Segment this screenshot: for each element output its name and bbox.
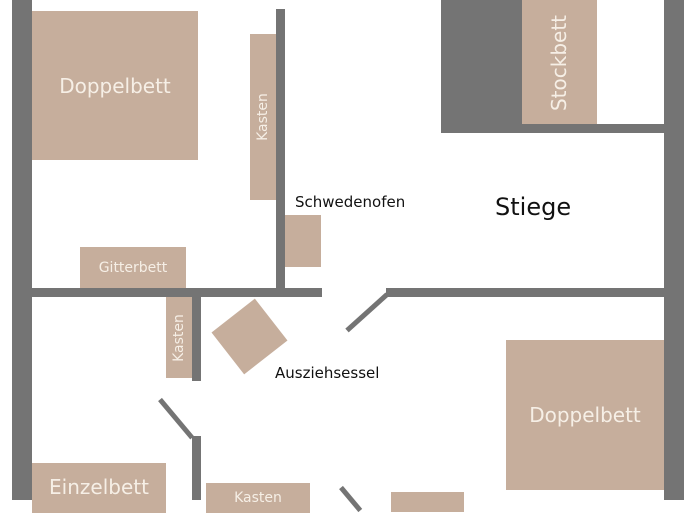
stove xyxy=(285,215,321,267)
crib-label: Gitterbett xyxy=(98,260,168,276)
single-bed: Einzelbett xyxy=(32,463,166,513)
armchair xyxy=(211,298,288,375)
wardrobe-bottom-label: Kasten xyxy=(234,490,282,506)
interior-wall-vertical-top xyxy=(276,9,285,291)
wardrobe-bottom: Kasten xyxy=(206,483,310,513)
armchair-label: Ausziehsessel xyxy=(275,364,380,382)
wardrobe-top-label: Kasten xyxy=(255,93,272,141)
door-right-room xyxy=(345,292,389,333)
bunk-bed: Stockbett xyxy=(522,0,597,125)
furniture-bottom-partial xyxy=(391,492,464,512)
double-bed-right-label: Doppelbett xyxy=(529,403,641,427)
single-bed-label: Einzelbett xyxy=(49,475,149,499)
interior-wall-horizontal-left xyxy=(32,288,322,297)
wardrobe-middle-label: Kasten xyxy=(171,313,188,362)
bunk-bed-label: Stockbett xyxy=(547,14,572,111)
bunk-room-dark-block xyxy=(441,0,523,126)
crib: Gitterbett xyxy=(80,247,186,289)
interior-wall-vertical-middle xyxy=(192,296,201,381)
stairs-label: Stiege xyxy=(495,193,572,221)
door-bottom-middle xyxy=(339,485,363,513)
wardrobe-top: Kasten xyxy=(250,34,276,200)
wardrobe-middle: Kasten xyxy=(166,297,192,378)
stove-label: Schwedenofen xyxy=(295,193,406,211)
double-bed-top-label: Doppelbett xyxy=(59,73,171,98)
outer-wall-right xyxy=(664,0,684,500)
outer-wall-left xyxy=(12,0,32,500)
double-bed-right: Doppelbett xyxy=(506,340,664,490)
interior-wall-vertical-bottom xyxy=(192,436,201,500)
double-bed-top: Doppelbett xyxy=(32,11,198,160)
interior-wall-horizontal-right xyxy=(386,288,668,297)
door-bottom-left xyxy=(158,397,195,440)
bunk-room-wall xyxy=(441,124,666,133)
